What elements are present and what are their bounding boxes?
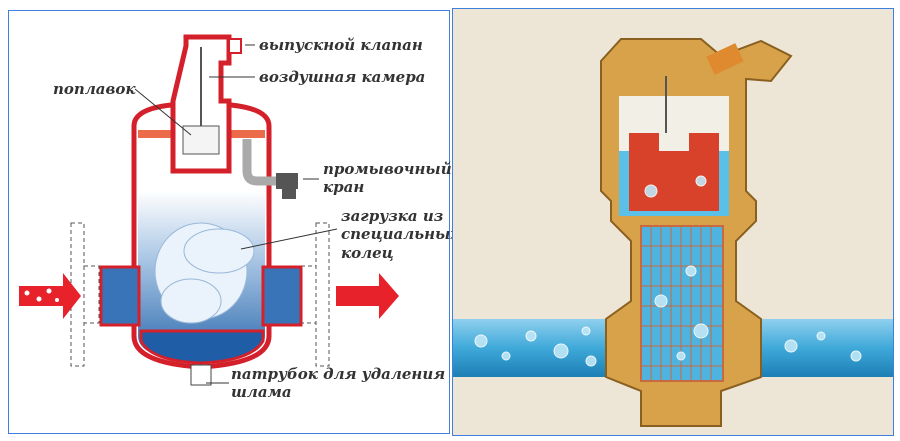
mesh-grid [641,226,723,381]
inlet-pipe [99,265,141,327]
label-sludge-1: патрубок для удаления [231,365,446,383]
label-release-valve: выпускной клапан [259,36,423,54]
label-rings-1: загрузка из [341,207,444,225]
air-separator-render [453,38,893,427]
label-rings-2: специальных [341,225,460,243]
float [182,125,220,155]
separator-cutaway-drawing [19,34,399,386]
flange-outline-right [300,222,330,367]
inlet-arrow [19,273,81,319]
sludge-outlet [190,364,212,386]
label-flush-valve-1: промывочный [323,160,452,178]
right-diagram-panel [452,8,894,436]
outlet-pipe [261,265,303,327]
outlet-arrow [336,273,399,319]
flush-valve-pipe [242,139,276,186]
label-float: поплавок [53,80,136,98]
label-sludge-2: шлама [231,383,292,401]
air-bubbles [474,175,862,367]
label-air-chamber: воздушная камера [259,68,426,86]
ring-packing [154,222,255,324]
label-rings-3: колец [341,244,394,262]
left-diagram-panel: выпускной клапан воздушная камера поплав… [8,10,459,434]
release-valve [706,43,744,75]
label-flush-valve-2: кран [323,178,365,196]
release-valve [228,38,242,54]
sludge-bottom [139,329,265,365]
flush-valve [276,173,298,189]
